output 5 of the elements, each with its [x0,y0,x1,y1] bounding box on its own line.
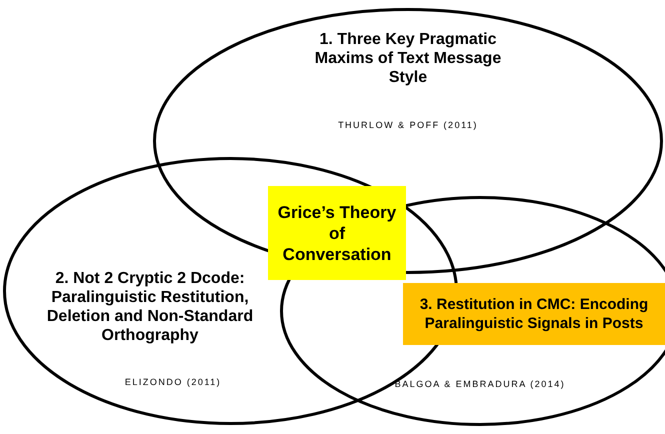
circle-title: 2. Not 2 Cryptic 2 Dcode: Paralinguistic Restitution, Deletion and Non-Standard Orthography [46,269,254,345]
citation: THURLOW & POFF (2011) [337,120,479,130]
circle-title: 1. Three Key Pragmatic Maxims of Text Message Style [314,30,502,87]
citation: BALGOA & EMBRADURA (2014) [394,379,566,389]
citation: ELIZONDO (2011) [124,377,222,387]
